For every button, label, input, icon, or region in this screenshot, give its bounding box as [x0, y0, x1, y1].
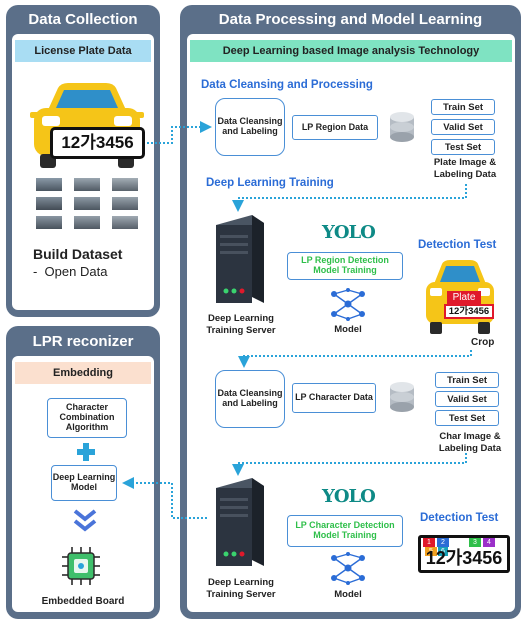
- lp-region-data-box: LP Region Data: [292, 115, 378, 140]
- server-icon-1: [216, 215, 264, 303]
- yolo-logo-2: YOLO: [322, 486, 376, 507]
- char-index: 1: [423, 538, 435, 547]
- lpr-title: LPR reconizer: [32, 333, 134, 350]
- embedding-header: Embedding: [15, 362, 151, 384]
- lp-region-training-box: LP Region Detection Model Training: [287, 252, 403, 280]
- data-cleansing-title: Data Cleansing and Processing: [201, 79, 373, 91]
- model-network-icon-2: [331, 552, 365, 585]
- lp-character-data-box: LP Character Data: [292, 383, 376, 413]
- char-image-caption: Char Image & Labeling Data: [438, 431, 502, 454]
- open-data-label: - Open Data: [33, 264, 108, 279]
- thumbnail: [112, 197, 138, 210]
- deep-learning-model-box: Deep Learning Model: [51, 465, 117, 501]
- detection-test-title-2: Detection Test: [420, 512, 499, 524]
- char-index: 3: [469, 538, 481, 547]
- train-set-box-1: Train Set: [431, 99, 495, 115]
- train-set-box-2: Train Set: [435, 372, 499, 388]
- cleansing-labeling-box-1: Data Cleansing and Labeling: [215, 98, 285, 156]
- plate-tag: Plate: [447, 291, 481, 304]
- plate-image-caption: Plate Image & Labeling Data: [433, 157, 497, 180]
- char-plate-text: 12가3456: [425, 548, 503, 568]
- thumbnail: [74, 216, 100, 229]
- model-network-icon-1: [331, 288, 365, 321]
- license-plate: 12가3456: [50, 127, 145, 159]
- valid-set-box-2: Valid Set: [435, 391, 499, 407]
- server-icon-2: [216, 478, 264, 566]
- processing-title: Data Processing and Model Learning: [218, 11, 483, 28]
- test-set-box-1: Test Set: [431, 139, 495, 155]
- char-index: 5: [425, 547, 437, 556]
- chevron-down-icon: [73, 509, 97, 532]
- thumbnail: [112, 216, 138, 229]
- deep-learning-training-title: Deep Learning Training: [206, 177, 334, 189]
- license-plate-data-header: License Plate Data: [15, 40, 151, 62]
- data-collection-title: Data Collection: [28, 11, 138, 28]
- build-dataset-label: Build Dataset: [33, 246, 123, 262]
- thumbnail: [36, 178, 62, 191]
- embedded-board-label: Embedded Board: [41, 596, 125, 607]
- server-label-2: Deep Learning Training Server: [206, 577, 276, 600]
- char-index: 4: [483, 538, 495, 547]
- valid-set-box-1: Valid Set: [431, 119, 495, 135]
- char-index: 6: [438, 547, 448, 556]
- data-collection-inner: [12, 34, 154, 310]
- thumbnail: [36, 197, 62, 210]
- thumbnail: [112, 178, 138, 191]
- thumbnail: [74, 197, 100, 210]
- model-label-2: Model: [334, 589, 362, 600]
- plate-text: 12가3456: [61, 133, 134, 152]
- crop-label: Crop: [471, 337, 495, 348]
- server-label-1: Deep Learning Training Server: [206, 313, 276, 336]
- thumbnail: [36, 216, 62, 229]
- detection-test-title-1: Detection Test: [418, 239, 497, 251]
- deep-learning-header: Deep Learning based Image analysis Techn…: [190, 40, 512, 62]
- database-icon: [390, 382, 414, 412]
- character-combination-algorithm-box: Character Combination Algorithm: [47, 398, 127, 438]
- dataset-thumbnails: [36, 178, 140, 230]
- lp-character-training-box: LP Character Detection Model Training: [287, 515, 403, 547]
- detected-plate: 12가3456: [444, 304, 494, 319]
- yolo-logo-1: YOLO: [322, 222, 376, 243]
- cleansing-labeling-box-2: Data Cleansing and Labeling: [215, 370, 285, 428]
- test-set-box-2: Test Set: [435, 410, 499, 426]
- database-icon: [390, 112, 414, 142]
- char-index: 2: [437, 538, 449, 547]
- plus-icon: [77, 443, 95, 461]
- chip-icon: [62, 547, 100, 585]
- model-label-1: Model: [334, 324, 362, 335]
- thumbnail: [74, 178, 100, 191]
